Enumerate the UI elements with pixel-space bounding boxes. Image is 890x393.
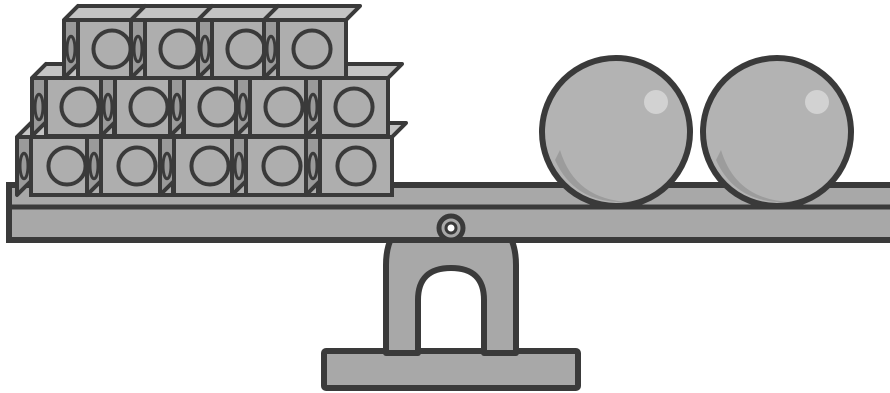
sphere-right [703,58,851,206]
cube-stack [17,6,406,195]
pivot-pin [439,216,463,240]
scale-base [324,351,578,388]
connecting-cube [264,6,360,78]
sphere-left [542,58,690,206]
